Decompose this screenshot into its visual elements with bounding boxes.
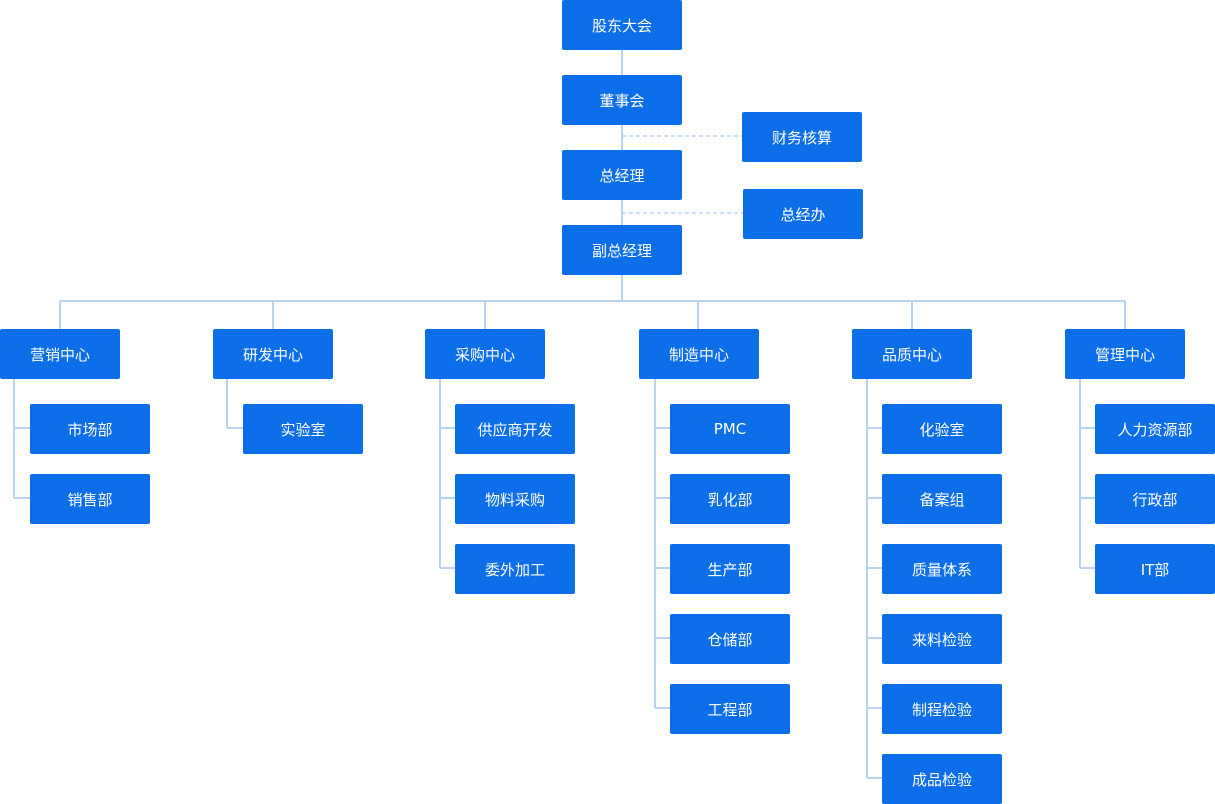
node-center-quality: 品质中心 (852, 329, 972, 379)
node-center-marketing: 营销中心 (0, 329, 120, 379)
node-dept: 行政部 (1095, 474, 1215, 524)
node-dept: 质量体系 (882, 544, 1002, 594)
node-dept: 化验室 (882, 404, 1002, 454)
node-dept: IT部 (1095, 544, 1215, 594)
node-dept: 实验室 (243, 404, 363, 454)
node-dept: 仓储部 (670, 614, 790, 664)
node-dept: 乳化部 (670, 474, 790, 524)
node-dept: 委外加工 (455, 544, 575, 594)
node-dept: 供应商开发 (455, 404, 575, 454)
node-dept: 工程部 (670, 684, 790, 734)
node-shareholders: 股东大会 (562, 0, 682, 50)
node-dept: 人力资源部 (1095, 404, 1215, 454)
node-center-management: 管理中心 (1065, 329, 1185, 379)
node-dept: 来料检验 (882, 614, 1002, 664)
node-dept: PMC (670, 404, 790, 454)
node-center-rnd: 研发中心 (213, 329, 333, 379)
node-center-purchasing: 采购中心 (425, 329, 545, 379)
node-dept: 物料采购 (455, 474, 575, 524)
node-dept: 制程检验 (882, 684, 1002, 734)
node-dept: 备案组 (882, 474, 1002, 524)
node-dept: 销售部 (30, 474, 150, 524)
node-dept: 生产部 (670, 544, 790, 594)
node-dept: 市场部 (30, 404, 150, 454)
node-center-manufacturing: 制造中心 (639, 329, 759, 379)
node-finance: 财务核算 (742, 112, 862, 162)
node-dept: 成品检验 (882, 754, 1002, 804)
node-vice-general-manager: 副总经理 (562, 225, 682, 275)
node-general-manager: 总经理 (562, 150, 682, 200)
node-board: 董事会 (562, 75, 682, 125)
node-gm-office: 总经办 (743, 189, 863, 239)
